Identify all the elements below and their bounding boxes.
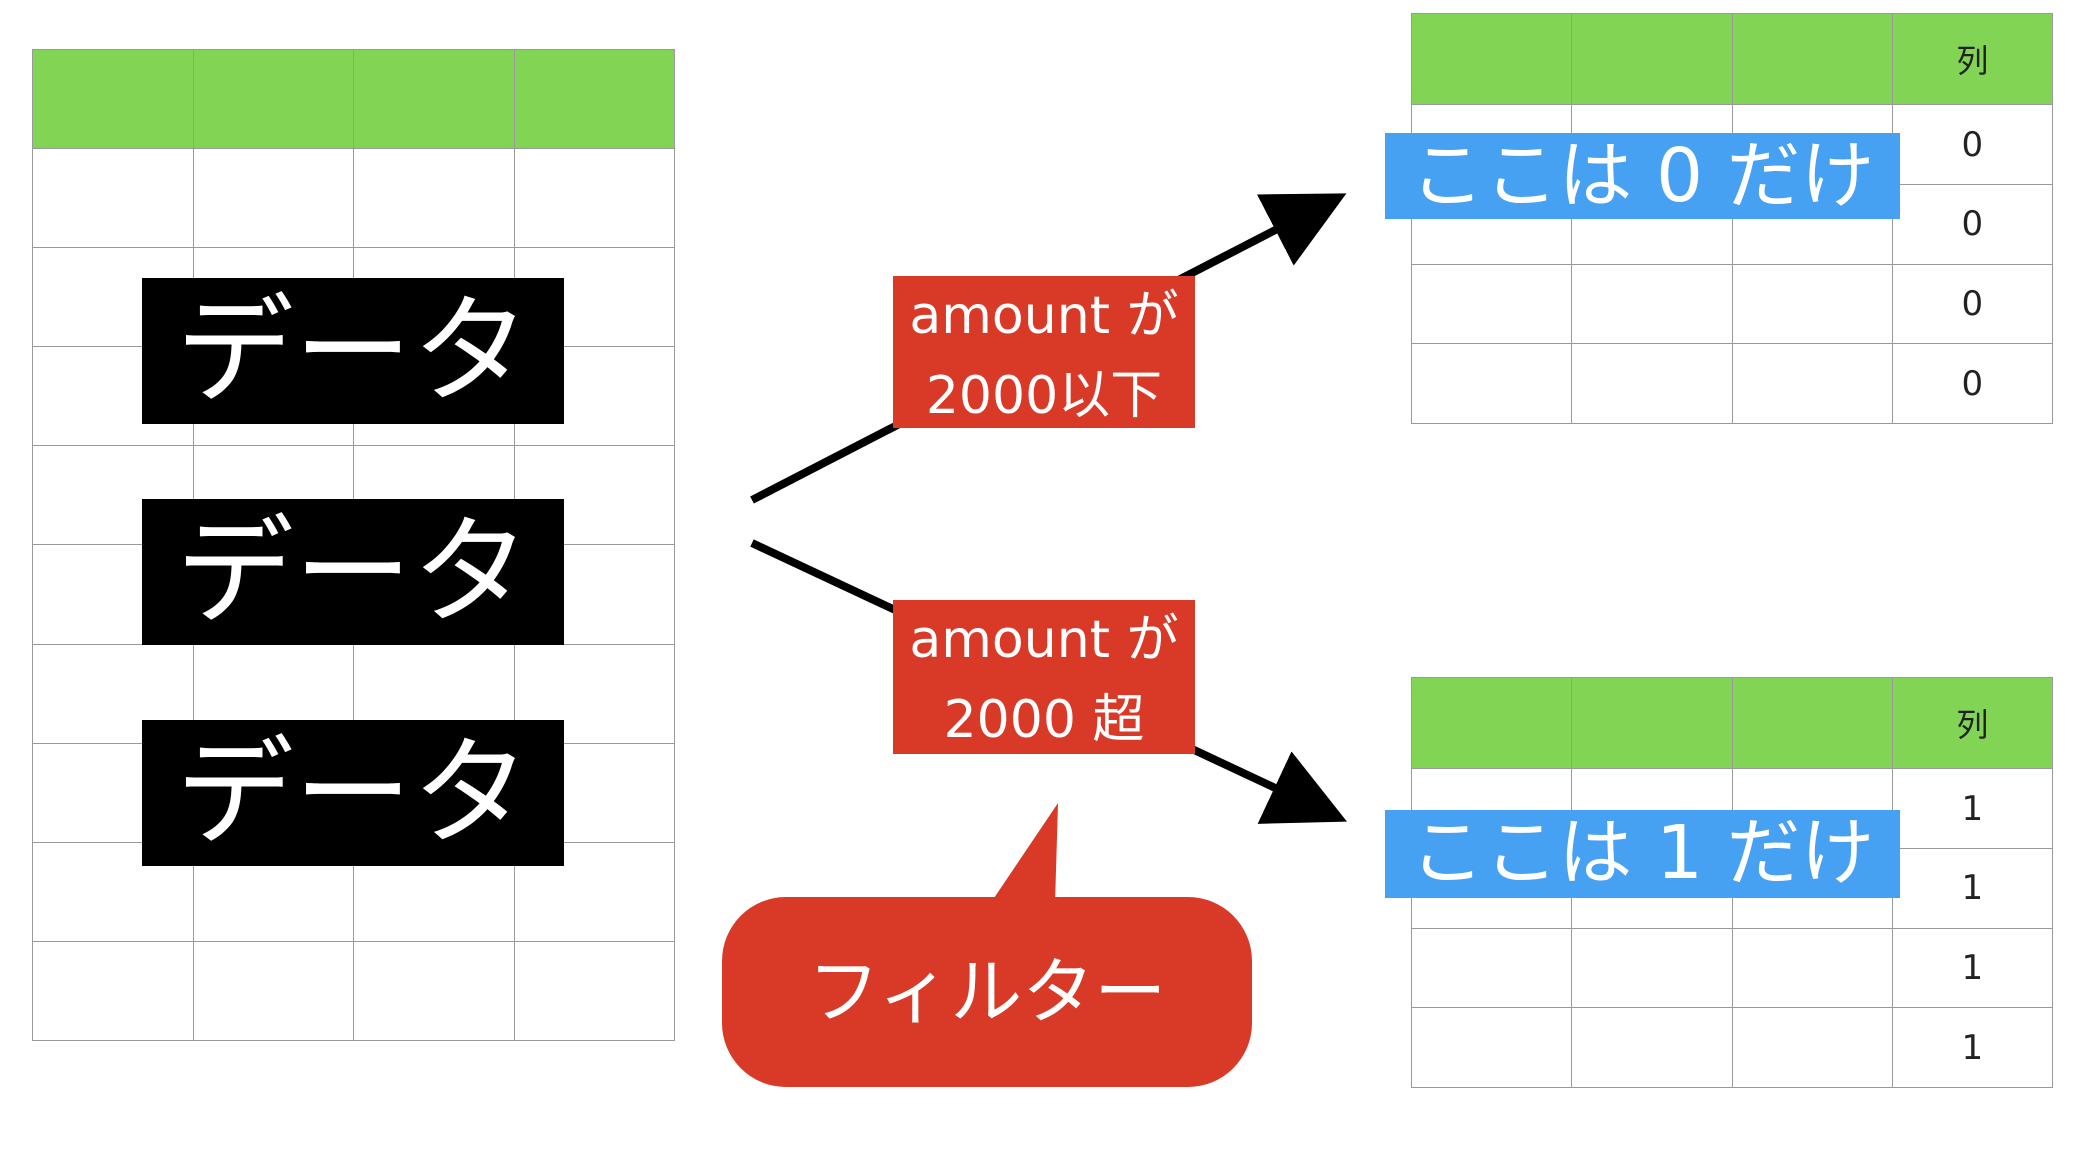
source-cell [513, 445, 675, 546]
result-row: 0 [1410, 263, 2054, 345]
result-header-cell [1731, 12, 1893, 106]
source-row [32, 940, 675, 1042]
condition-top-line2: 2000以下 [925, 366, 1163, 426]
result-note-top: ここは 0 だけ [1385, 133, 1900, 219]
bubble-tail [990, 803, 1058, 904]
result-cell [1731, 927, 1893, 1009]
source-cell [513, 148, 675, 249]
source-row [32, 148, 675, 249]
result-header-cell [1571, 12, 1733, 106]
source-cell [513, 940, 675, 1042]
source-cell [192, 148, 354, 249]
result-column-header: 列 [1891, 12, 2054, 106]
data-label-3: データ [142, 720, 564, 866]
result-note-bottom: ここは 1 だけ [1385, 810, 1900, 898]
result-value-cell: 0 [1891, 263, 2054, 345]
result-value-cell: 1 [1891, 768, 2054, 849]
result-row: 1 [1410, 1007, 2054, 1088]
source-header-cell [32, 48, 194, 150]
result-cell [1571, 927, 1733, 1009]
result-cell [1731, 1007, 1893, 1088]
result-cell [1410, 1007, 1573, 1088]
source-header-cell [192, 48, 354, 150]
condition-label-top: amount が 2000以下 [893, 276, 1195, 428]
condition-top-line1: amount が [909, 286, 1179, 346]
result-value-cell: 1 [1891, 847, 2054, 929]
result-value-cell: 1 [1891, 927, 2054, 1009]
result-cell [1731, 343, 1893, 424]
source-header-row [32, 48, 675, 150]
condition-bottom-line2: 2000 超 [943, 690, 1145, 750]
data-label-2: データ [142, 499, 564, 645]
result-cell [1410, 343, 1573, 424]
result-cell [1731, 263, 1893, 345]
source-cell [192, 940, 354, 1042]
result-header-row: 列 [1410, 676, 2054, 770]
condition-bottom-line1: amount が [909, 610, 1179, 670]
result-value-cell: 0 [1891, 183, 2054, 265]
source-cell [353, 940, 515, 1042]
result-cell [1571, 343, 1733, 424]
result-header-cell [1731, 676, 1893, 770]
result-header-cell [1410, 12, 1573, 106]
result-header-row: 列 [1410, 12, 2054, 106]
result-column-header: 列 [1891, 676, 2054, 770]
result-value-cell: 0 [1891, 343, 2054, 424]
filter-bubble: フィルター [722, 897, 1252, 1087]
source-cell [32, 940, 194, 1042]
result-row: 1 [1410, 927, 2054, 1009]
source-cell [32, 148, 194, 249]
result-header-cell [1571, 676, 1733, 770]
source-header-cell [513, 48, 675, 150]
result-row: 0 [1410, 343, 2054, 424]
source-header-cell [353, 48, 515, 150]
result-value-cell: 1 [1891, 1007, 2054, 1088]
condition-label-bottom: amount が 2000 超 [893, 600, 1195, 754]
result-cell [1571, 263, 1733, 345]
result-header-cell [1410, 676, 1573, 770]
source-cell [353, 148, 515, 249]
result-cell [1410, 927, 1573, 1009]
result-value-cell: 0 [1891, 104, 2054, 185]
result-cell [1410, 263, 1573, 345]
data-label-1: データ [142, 278, 564, 424]
result-cell [1571, 1007, 1733, 1088]
